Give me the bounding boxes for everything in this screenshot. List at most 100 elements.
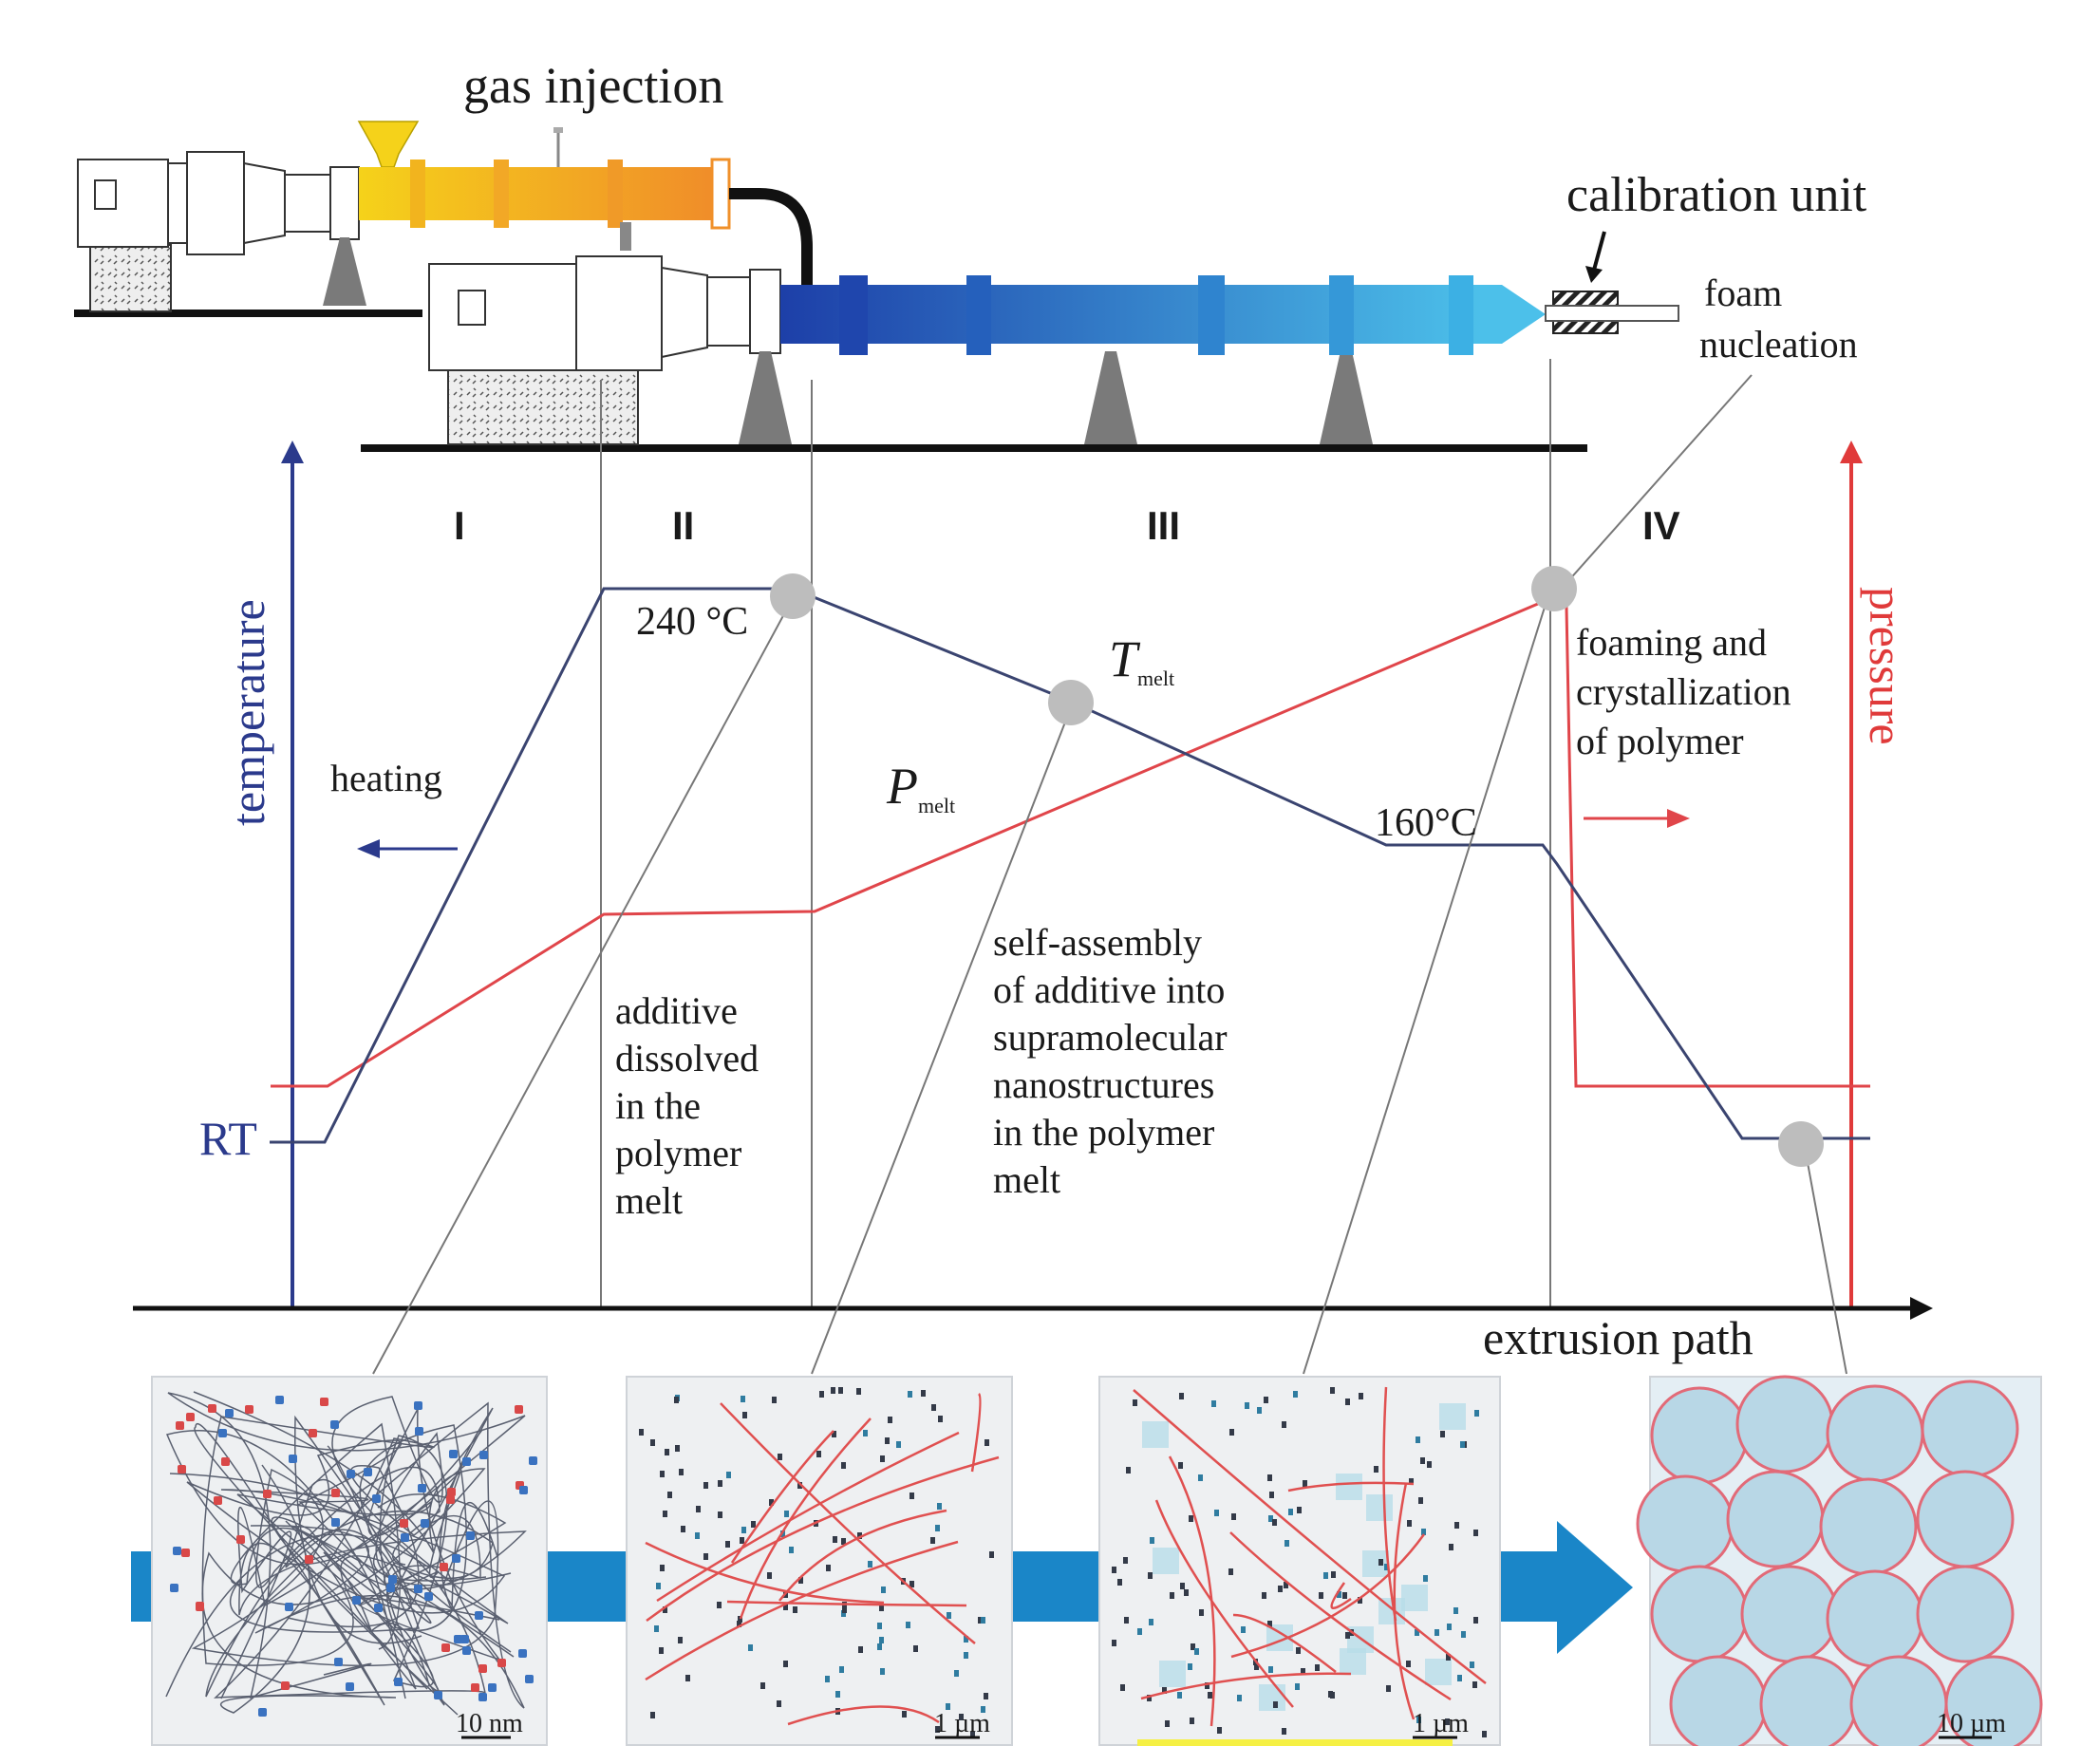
- additive-molecule: [414, 1401, 422, 1410]
- additive-molecule: [1330, 1387, 1335, 1394]
- additive-molecule: [181, 1549, 190, 1557]
- additive-molecule: [1190, 1718, 1194, 1724]
- additive-molecule: [981, 1706, 985, 1713]
- additive-molecule: [479, 1451, 488, 1459]
- foam-cell: [1916, 1470, 2015, 1568]
- additive-molecule: [1112, 1640, 1116, 1646]
- additive-molecule: [984, 1693, 988, 1699]
- additive-molecule: [1296, 1647, 1301, 1654]
- additive-molecule: [178, 1465, 186, 1474]
- additive-molecule: [1148, 1572, 1153, 1579]
- additive-molecule: [740, 1537, 744, 1544]
- supramolecular-fiber: [1133, 1389, 1487, 1684]
- additive-molecule: [418, 1484, 426, 1493]
- additive-molecule: [1330, 1692, 1335, 1699]
- temp-160-label: 160°C: [1375, 801, 1477, 845]
- additive-molecule: [447, 1488, 456, 1496]
- supramolecular-fiber: [656, 1431, 960, 1603]
- additive-molecule: [1194, 1648, 1199, 1655]
- additive-line-4: polymer: [615, 1132, 741, 1174]
- additive-molecule: [931, 1404, 936, 1411]
- additive-molecule: [1423, 1575, 1428, 1582]
- micrograph-1-content: [165, 1391, 537, 1717]
- additive-molecule: [947, 1612, 951, 1619]
- additive-molecule: [1406, 1661, 1411, 1667]
- additive-molecule: [959, 1714, 964, 1720]
- additive-molecule: [347, 1470, 355, 1478]
- micrograph-3-content: [1112, 1386, 1487, 1737]
- additive-molecule: [1126, 1467, 1131, 1474]
- supramolecular-fiber: [645, 1541, 885, 1605]
- process-point-marker: [1048, 680, 1094, 725]
- supramolecular-fiber: [778, 1509, 947, 1602]
- additive-molecule: [826, 1565, 831, 1571]
- additive-molecule: [751, 1521, 756, 1528]
- supramolecular-fiber: [1330, 1582, 1352, 1609]
- rt-label: RT: [199, 1112, 257, 1165]
- foam-cell: [1826, 1569, 1924, 1668]
- foam-cell: [1826, 1384, 1924, 1483]
- additive-molecule: [1416, 1436, 1420, 1443]
- additive-molecule: [839, 1666, 844, 1673]
- additive-molecule: [515, 1405, 523, 1414]
- die-icon: [1483, 285, 1546, 344]
- hopper-icon: [357, 121, 420, 168]
- additive-molecule: [221, 1457, 230, 1466]
- additive-molecule: [1269, 1492, 1274, 1498]
- additive-molecule: [1254, 1663, 1259, 1670]
- additive-molecule: [1124, 1617, 1129, 1624]
- self-assembly-line-4: nanostructures: [993, 1063, 1214, 1106]
- additive-molecule: [225, 1409, 234, 1417]
- additive-molecule: [877, 1643, 882, 1650]
- additive-molecule: [659, 1647, 664, 1654]
- additive-molecule: [877, 1623, 882, 1629]
- foam-cell: [1916, 1565, 2015, 1663]
- additive-molecule: [880, 1668, 885, 1675]
- t-melt-symbol: T: [1109, 630, 1141, 687]
- additive-molecule: [1345, 1632, 1350, 1639]
- additive-molecule: [825, 1676, 830, 1682]
- additive-molecule: [176, 1421, 184, 1430]
- additive-molecule: [331, 1489, 340, 1497]
- zone-label-4: IV: [1642, 503, 1680, 548]
- additive-molecule: [1180, 1583, 1185, 1589]
- additive-molecule: [1342, 1592, 1347, 1599]
- additive-molecule: [674, 1397, 679, 1403]
- additive-molecule: [1384, 1564, 1389, 1570]
- p-melt-subscript: melt: [918, 794, 955, 817]
- additive-molecule: [414, 1585, 422, 1593]
- additive-molecule: [334, 1658, 343, 1666]
- additive-molecule: [289, 1455, 297, 1463]
- additive-molecule: [841, 1538, 846, 1545]
- polymer-chain: [191, 1466, 499, 1667]
- polymer-chain: [186, 1439, 506, 1624]
- additive-molecule: [1295, 1683, 1300, 1690]
- additive-molecule: [1282, 1728, 1286, 1735]
- additive-molecule: [726, 1472, 731, 1478]
- additive-molecule: [639, 1429, 644, 1436]
- additive-line-2: dissolved: [615, 1037, 759, 1080]
- polymer-chain: [194, 1422, 527, 1716]
- additive-line-1: additive: [615, 989, 738, 1032]
- extrusion-path-label: extrusion path: [1483, 1311, 1753, 1364]
- additive-molecule: [908, 1391, 912, 1398]
- process-point-marker: [770, 573, 816, 619]
- additive-molecule: [981, 1617, 985, 1624]
- additive-molecule: [275, 1396, 284, 1404]
- additive-molecule: [660, 1471, 665, 1477]
- additive-molecule: [841, 1610, 846, 1617]
- nucleation-label: nucleation: [1699, 323, 1858, 366]
- additive-molecule: [858, 1646, 863, 1653]
- additive-molecule: [331, 1518, 340, 1527]
- additive-molecule: [1421, 1529, 1426, 1535]
- additive-dissolved-annotation: additive dissolved in the polymer melt: [615, 989, 759, 1222]
- supramolecular-fiber: [645, 1540, 959, 1681]
- gas-cell: [1401, 1585, 1428, 1611]
- additive-molecule: [783, 1661, 788, 1667]
- additive-molecule: [783, 1604, 788, 1610]
- additive-molecule: [954, 1670, 959, 1677]
- additive-molecule: [663, 1606, 667, 1613]
- additive-molecule: [842, 1606, 847, 1613]
- additive-molecule: [841, 1462, 846, 1469]
- supramolecular-fiber: [970, 1393, 982, 1473]
